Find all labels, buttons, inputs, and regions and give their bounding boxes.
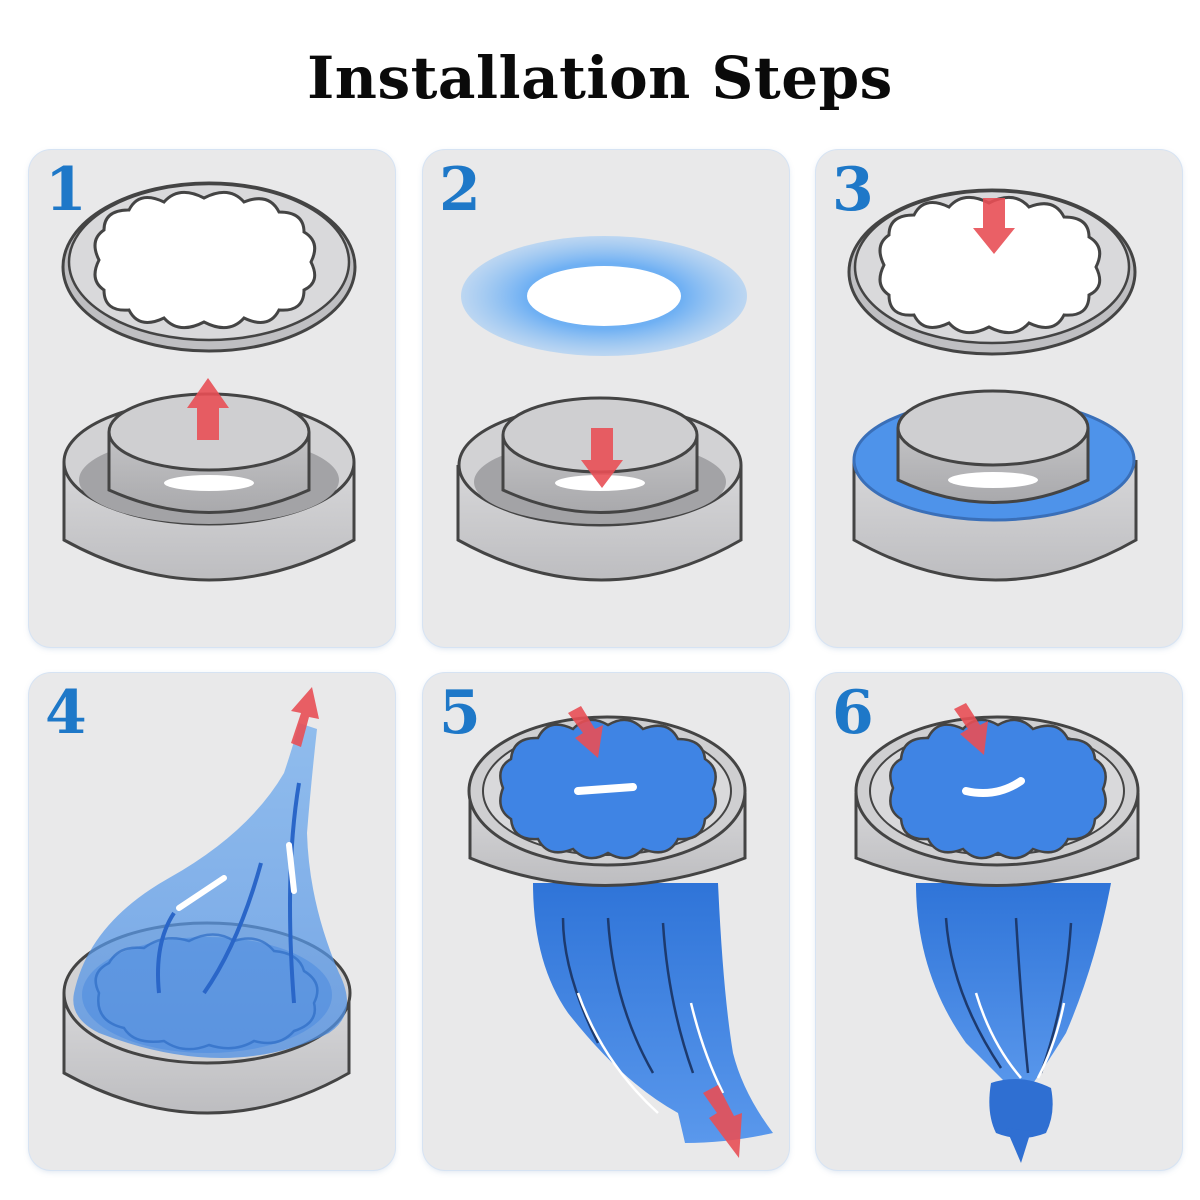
step-2-panel: 2 [423, 150, 789, 647]
step-3-illustration [847, 188, 1138, 582]
step-1-panel: 1 [29, 150, 395, 647]
step-number: 1 [45, 155, 87, 225]
step-number: 5 [439, 678, 481, 748]
step-4-illustration [62, 687, 352, 1115]
step-6-illustration [854, 703, 1140, 1163]
step-2-illustration [456, 236, 747, 582]
step-5-illustration [467, 706, 773, 1158]
step-number: 2 [439, 155, 481, 225]
step-4-panel: 4 [29, 673, 395, 1170]
step-1-illustration [61, 181, 357, 582]
page-title: Installation Steps [307, 44, 893, 112]
step-5-panel: 5 [423, 673, 789, 1170]
step-6-panel: 6 [816, 673, 1182, 1170]
step-number: 4 [45, 678, 87, 748]
step-number: 3 [832, 155, 874, 225]
step-3-panel: 3 [816, 150, 1182, 647]
step-number: 6 [832, 678, 874, 748]
